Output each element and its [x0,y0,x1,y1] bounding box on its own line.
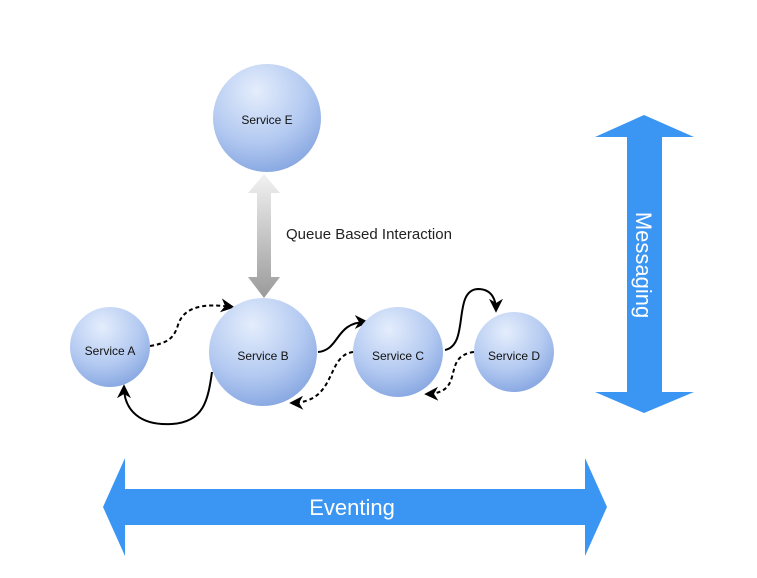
connector-d-to-c-dashed [424,351,475,401]
service-a-circle [70,307,150,387]
service-e-node[interactable]: Service E [213,64,321,172]
service-b-circle [209,298,317,406]
service-b-label: Service B [237,349,288,363]
queue-arrow-shape [248,174,280,298]
service-c-label: Service C [372,349,424,363]
connector-b-to-a-solid [117,371,213,426]
service-c-circle [353,307,443,397]
messaging-arrow: Messaging [595,115,694,413]
connector-c-to-d-solid [444,287,503,351]
service-d-node[interactable]: Service D [474,312,554,392]
queue-interaction-label: Queue Based Interaction [286,226,452,243]
messaging-label: Messaging [631,212,656,318]
service-a-node[interactable]: Service A [70,307,150,387]
eventing-label: Eventing [309,495,395,520]
queue-interaction-arrow: Queue Based Interaction [248,174,452,298]
connector-b-to-c-solid [317,315,369,353]
eventing-arrow: Eventing [103,458,607,556]
messaging-arrow-shape [595,115,694,413]
connector-c-to-b-dashed [289,351,354,410]
service-d-label: Service D [488,349,540,363]
service-a-label: Service A [85,344,136,358]
service-c-node[interactable]: Service C [353,307,443,397]
service-e-label: Service E [241,113,292,127]
eventing-arrow-shape [103,458,607,556]
service-e-circle [213,64,321,172]
service-d-circle [474,312,554,392]
service-b-node[interactable]: Service B [209,298,317,406]
connector-a-to-b-dashed [149,298,235,347]
connectors [117,287,503,426]
